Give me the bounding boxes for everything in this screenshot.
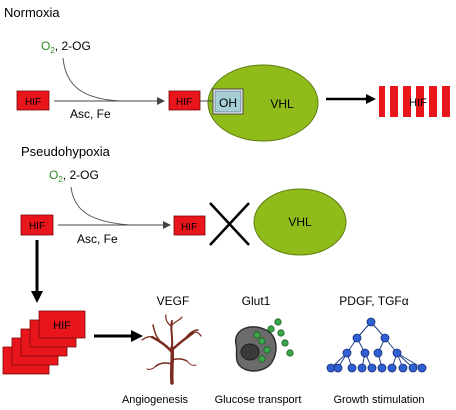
pseudohypoxia-cofactor-curve (70, 186, 131, 226)
blocked-cross-icon (209, 202, 250, 246)
pseudohypoxia-hif-input-box (20, 214, 54, 236)
tree-cells (326, 317, 427, 373)
pseudohypoxia-hif-unbound-label: HIF (181, 222, 197, 233)
branching-vessel-icon (141, 314, 202, 385)
pseudohypoxia-vhl-ellipse (253, 188, 347, 256)
normoxia-cofactor-curve (62, 57, 121, 102)
pseudohypoxia-asc-fe-label: Asc, Fe (77, 232, 118, 246)
pseudohypoxia-hif-unbound-box (173, 215, 206, 236)
pdgf-tgf-label: PDGF, TGFα (339, 294, 408, 308)
growth-stimulation-label: Growth stimulation (333, 394, 424, 406)
vegf-label: VEGF (157, 294, 190, 308)
glucose-transport-label: Glucose transport (215, 394, 302, 406)
cell-with-glucose-icon (235, 318, 294, 372)
cell-tree-icon (330, 321, 423, 369)
glut1-label: Glut1 (242, 294, 271, 308)
normoxia-cofactors: O2, 2-OG (41, 39, 91, 55)
angiogenesis-label: Angiogenesis (122, 394, 189, 406)
oh-group-inner (214, 90, 242, 113)
normoxia-hif-input-label: HIF (25, 97, 41, 108)
pseudohypoxia-title: Pseudohypoxia (21, 144, 111, 159)
normoxia-vhl-label: VHL (270, 97, 294, 111)
normoxia-hif-hydroxylated-label: HIF (176, 97, 192, 108)
normoxia-asc-fe-label: Asc, Fe (70, 107, 111, 121)
normoxia-title: Normoxia (4, 5, 60, 20)
pseudohypoxia-vhl-label: VHL (288, 215, 312, 229)
accumulated-hif-stack (2, 310, 86, 375)
accumulated-hif-label: HIF (53, 320, 71, 332)
normoxia-hif-input-box (16, 90, 50, 111)
oh-group-label: OH (219, 96, 237, 110)
degraded-hif-stripes (379, 86, 450, 117)
normoxia-vhl-ellipse (207, 64, 319, 142)
pseudohypoxia-hif-input-label: HIF (29, 221, 45, 232)
pseudohypoxia-cofactors: O2, 2-OG (49, 168, 99, 184)
degraded-hif-label: HIF (409, 97, 427, 109)
